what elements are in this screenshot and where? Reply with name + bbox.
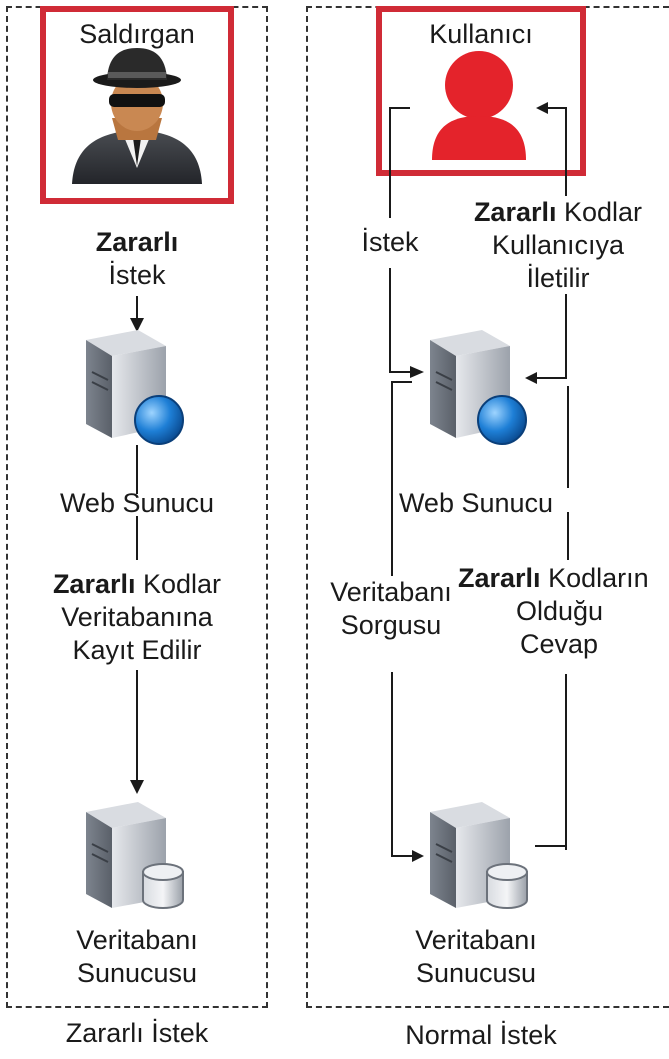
code-delivered-line3: İletilir: [526, 263, 590, 293]
database-server-label: Veritabanı Sunucusu: [20, 924, 254, 990]
malicious-word: Zararlı: [95, 227, 179, 257]
normal-caption: Normal İstek: [405, 1020, 557, 1050]
db-query-line1: Veritabanı: [330, 577, 452, 607]
web-server-icon: [86, 330, 184, 445]
code-delivered-line2: Kullanıcıya: [491, 230, 625, 260]
code-word: Kodlar: [143, 569, 222, 599]
code-delivered-label: Zararlı Kodlar Kullanıcıya İletilir: [448, 196, 668, 295]
malicious-word: Zararlı: [473, 197, 557, 227]
response-line3: Cevap: [520, 629, 599, 659]
user-label: Kullanıcı: [429, 19, 533, 49]
database-server-label: Veritabanı Sunucusu: [360, 924, 592, 990]
attacker-label: Saldırgan: [79, 19, 195, 49]
db-label-line2: Sunucusu: [76, 958, 198, 988]
db-query-line2: Sorgusu: [340, 610, 442, 640]
attack-caption: Zararlı İstek: [65, 1018, 209, 1048]
db-label-line1: Veritabanı: [76, 925, 198, 955]
web-server-icon: [430, 330, 527, 445]
db-query-label: Veritabanı Sorgusu: [316, 576, 466, 642]
db-label-line2: Sunucusu: [415, 958, 537, 988]
web-server-label: Web Sunucu: [398, 488, 554, 518]
response-line2: Olduğu: [516, 596, 604, 626]
user-icon: [432, 51, 526, 160]
database-server-icon: [430, 802, 528, 909]
db-label-line1: Veritabanı: [415, 925, 537, 955]
code-word: Kodlar: [564, 197, 643, 227]
malicious-response-label: Zararlı Kodların Olduğu Cevap: [458, 562, 669, 661]
malicious-request-label: Zararlı İstek: [20, 226, 254, 292]
malicious-word: Zararlı: [458, 563, 541, 593]
malicious-word: Zararlı: [52, 569, 136, 599]
code-word: Kodların: [548, 563, 649, 593]
spy-attacker-icon: [72, 48, 202, 184]
stored-code-label: Zararlı Kodlar Veritabanına Kayıt Edilir: [8, 568, 266, 667]
request-word: İstek: [108, 260, 166, 290]
stored-code-line3: Kayıt Edilir: [72, 635, 202, 665]
request-label: İstek: [361, 227, 419, 257]
stored-code-line2: Veritabanına: [61, 602, 213, 632]
web-server-label: Web Sunucu: [59, 488, 215, 518]
database-server-icon: [86, 802, 184, 909]
